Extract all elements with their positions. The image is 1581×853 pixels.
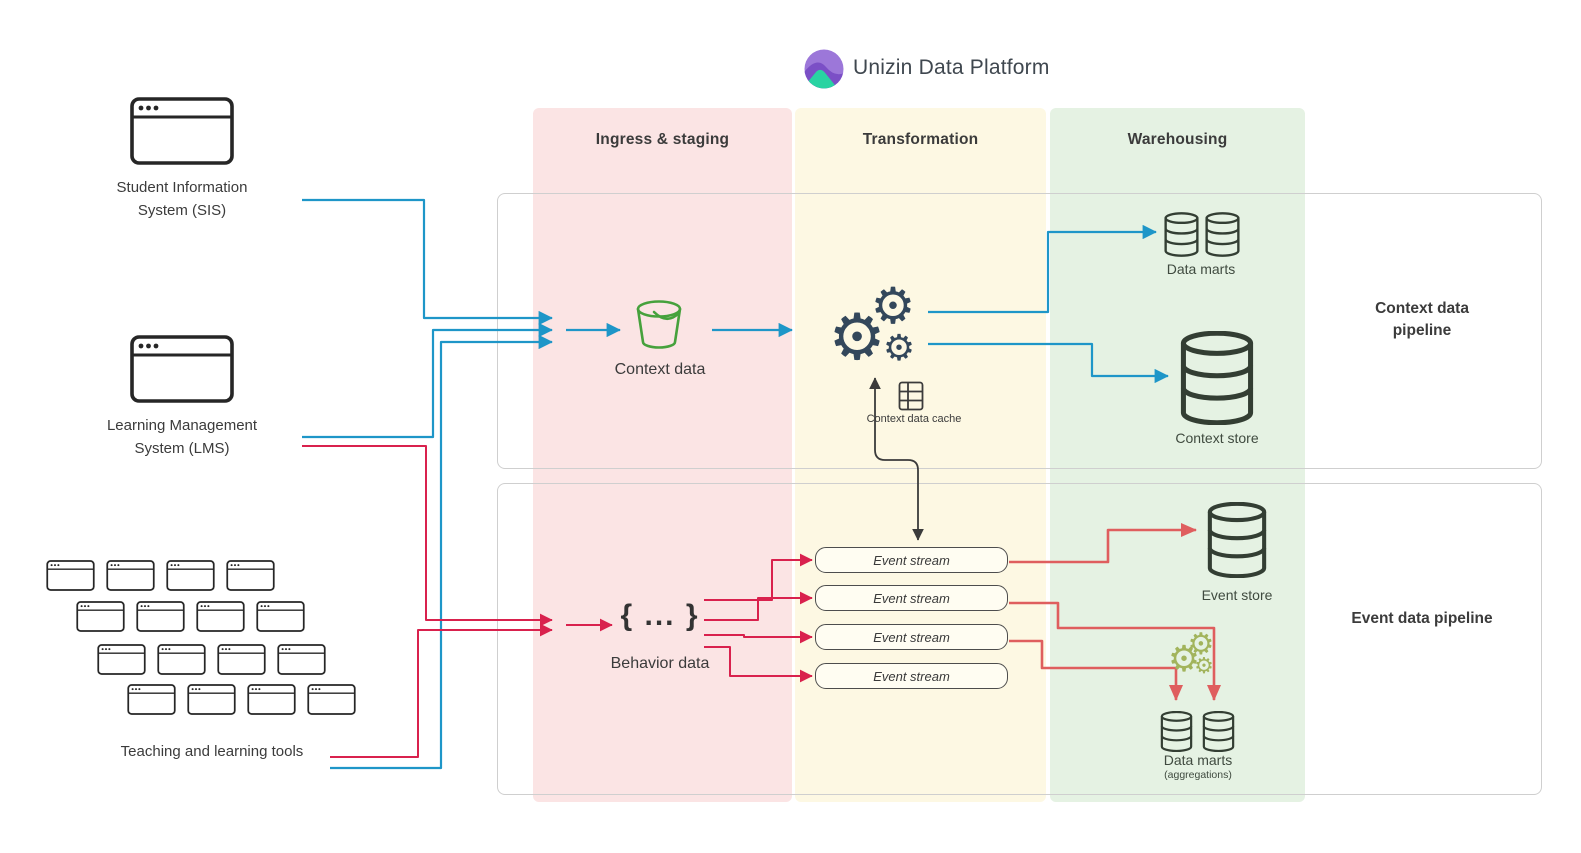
lms-label: Learning Management System (LMS) bbox=[106, 417, 258, 458]
sis-to-context-line bbox=[302, 198, 553, 326]
behavior-to-stream1-line bbox=[704, 553, 813, 601]
transformation-gear-medium-icon: ⚙ bbox=[870, 277, 916, 335]
event-stream-box-3: Event stream bbox=[815, 624, 1008, 650]
agg-data-marts-db-icon-2 bbox=[1202, 711, 1235, 752]
transformation-gear-small-icon: ⚙ bbox=[882, 328, 916, 369]
cache-stream-connector bbox=[869, 377, 924, 541]
tools-label: Teaching and learning tools bbox=[120, 743, 304, 760]
column-transformation-header: Transformation bbox=[862, 131, 979, 148]
behavior-to-stream4-line bbox=[704, 646, 813, 683]
unizin-logo-icon bbox=[804, 49, 844, 89]
behavior-to-stream2-line bbox=[704, 591, 813, 621]
aggregation-gear-small-icon: ⚙ bbox=[1194, 654, 1214, 679]
stream1-to-event-store-line bbox=[1009, 523, 1197, 564]
event-store-label: Event store bbox=[1201, 587, 1273, 603]
data-marts-label: Data marts bbox=[1166, 261, 1236, 277]
teaching-tools-browser-icons bbox=[46, 560, 356, 715]
sis-label: Student Information System (SIS) bbox=[116, 179, 248, 220]
context-pipeline-label: Context data pipeline bbox=[1375, 300, 1469, 339]
event-pipeline-label: Event data pipeline bbox=[1351, 610, 1493, 627]
column-warehousing-header: Warehousing bbox=[1127, 131, 1228, 148]
event-pipeline-container bbox=[497, 483, 1542, 795]
lms-to-behavior-line bbox=[302, 445, 553, 627]
tools-to-behavior-line bbox=[330, 623, 553, 758]
behavior-to-stream3-line bbox=[704, 630, 813, 644]
page-title: Unizin Data Platform bbox=[853, 56, 1050, 79]
column-ingress-staging-header: Ingress & staging bbox=[595, 131, 730, 148]
sis-browser-icon bbox=[130, 97, 234, 165]
gears-to-data-marts-line bbox=[928, 224, 1157, 314]
event-stream-box-4: Event stream bbox=[815, 663, 1008, 689]
context-data-cache-label: Context data cache bbox=[866, 413, 962, 425]
context-data-bucket-icon bbox=[636, 300, 682, 349]
event-store-db-icon bbox=[1202, 502, 1272, 578]
tools-to-context-line bbox=[330, 334, 553, 770]
gears-to-context-store-line bbox=[928, 342, 1169, 384]
context-store-label: Context store bbox=[1175, 430, 1259, 446]
lms-browser-icon bbox=[130, 335, 234, 403]
aggregation-gear-medium-icon: ⚙ bbox=[1187, 627, 1215, 662]
stream3-to-data-marts-line bbox=[1009, 639, 1183, 701]
event-stream-box-2: Event stream bbox=[815, 585, 1008, 611]
aggregation-gear-large-icon: ⚙ bbox=[1167, 639, 1201, 680]
behavior-data-braces-icon: { ... } bbox=[620, 599, 700, 632]
stream2-to-data-marts-line bbox=[1009, 601, 1221, 701]
context-store-db-icon bbox=[1175, 331, 1259, 425]
agg-data-marts-label: Data marts bbox=[1163, 752, 1233, 768]
column-ingress-staging: Ingress & staging bbox=[533, 108, 792, 802]
event-stream-box-1: Event stream bbox=[815, 547, 1008, 573]
data-marts-db-icon-1 bbox=[1164, 212, 1199, 257]
context-data-label: Context data bbox=[614, 361, 706, 378]
agg-data-marts-sublabel: (aggregations) bbox=[1164, 769, 1232, 781]
behavior-data-label: Behavior data bbox=[610, 655, 710, 672]
lms-to-context-line bbox=[302, 322, 553, 439]
data-marts-db-icon-2 bbox=[1205, 212, 1240, 257]
agg-data-marts-db-icon-1 bbox=[1160, 711, 1193, 752]
transformation-gear-large-icon: ⚙ bbox=[828, 301, 886, 375]
context-data-cache-icon bbox=[898, 381, 924, 411]
